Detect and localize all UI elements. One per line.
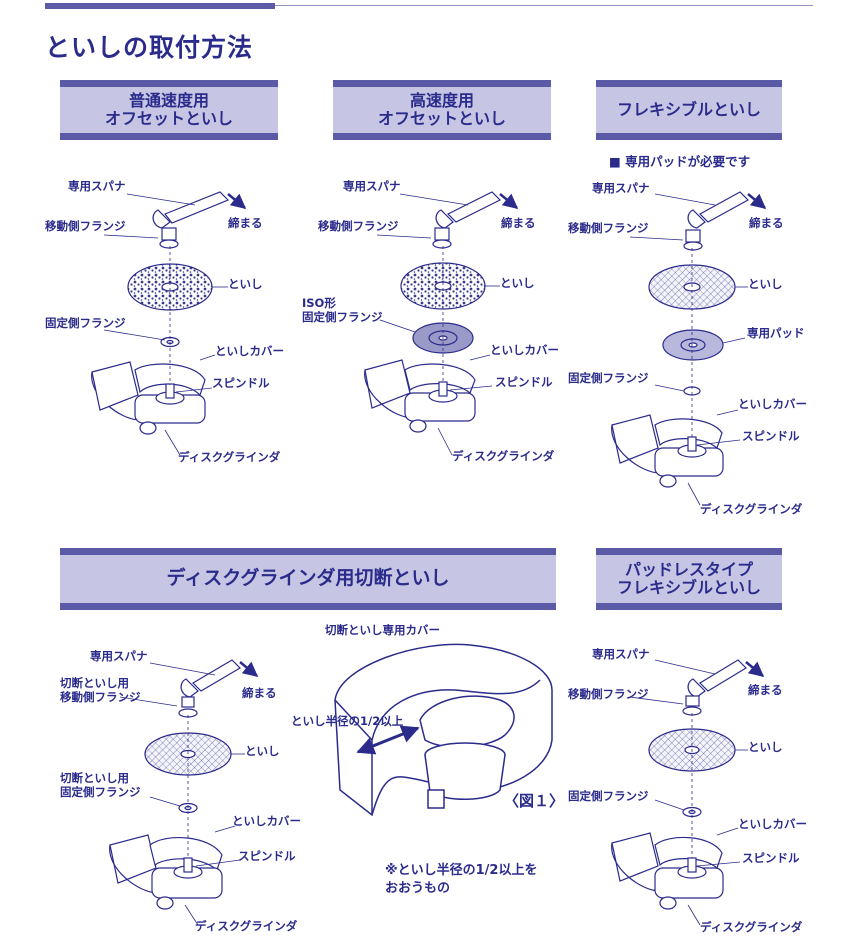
label-moving-flange: 移動側フランジ	[568, 687, 649, 701]
label-moving-flange: 移動側フランジ	[568, 221, 649, 235]
label-grinder: ディスクグラインダ	[178, 450, 281, 464]
disc-grinder-icon	[611, 414, 724, 488]
label-spindle: スピンドル	[212, 376, 270, 390]
label-cover: といしカバー	[738, 397, 807, 411]
tighten-arrow-icon	[499, 193, 519, 209]
label-cut-moving-flange: 切断といし用 移動側フランジ	[60, 676, 141, 704]
label-fixed-flange: 固定側フランジ	[568, 371, 649, 385]
top-accent-bar	[45, 3, 275, 9]
spanner-icon	[152, 191, 230, 229]
header-padless-flexible-wheel: パッドレスタイプ フレキシブルといし	[596, 548, 782, 610]
disc-grinder-icon	[611, 832, 724, 910]
label-cover: といしカバー	[215, 344, 284, 358]
tighten-arrow-icon	[745, 661, 765, 677]
cutting-wheel-cover-icon	[334, 643, 553, 817]
pad-required-note: ■ 専用パッドが必要です	[609, 154, 751, 169]
label-half-radius: といし半径の1/2以上	[291, 714, 404, 728]
label-spindle: スピンドル	[742, 851, 800, 865]
label-fixed-flange: 固定側フランジ	[45, 316, 126, 330]
label-spanner: 専用スパナ	[592, 647, 650, 661]
label-pad: 専用パッド	[747, 326, 805, 340]
label-wheel: といし	[228, 277, 263, 291]
label-spanner: 専用スパナ	[592, 181, 650, 195]
cover-note: ※といし半径の1/2以上を おおうもの	[385, 863, 538, 896]
label-moving-flange: 移動側フランジ	[318, 219, 399, 233]
spanner-icon	[687, 191, 749, 229]
tighten-arrow-icon	[227, 193, 247, 209]
tighten-arrow-icon	[747, 193, 767, 209]
moving-flange-icon	[683, 241, 703, 251]
spanner-icon	[435, 191, 502, 229]
label-spindle: スピンドル	[238, 849, 296, 863]
label-spindle: スピンドル	[742, 429, 800, 443]
tighten-arrow-icon	[239, 661, 259, 677]
label-tighten: 締まる	[749, 216, 784, 230]
label-grinder: ディスクグラインダ	[700, 502, 803, 516]
spanner-icon	[180, 659, 241, 698]
label-iso-fixed-flange: ISO形 固定側フランジ	[302, 296, 383, 324]
disc-grinder-icon	[364, 359, 476, 433]
figure-caption: 〈図１〉	[504, 792, 565, 810]
label-moving-flange: 移動側フランジ	[45, 219, 126, 233]
top-rule	[275, 5, 813, 6]
label-cover: といしカバー	[490, 343, 559, 357]
header-normal-offset-wheel: 普通速度用 オフセットといし	[60, 80, 278, 140]
label-cut-cover: 切断といし専用カバー	[325, 623, 440, 637]
label-fixed-flange: 固定側フランジ	[568, 789, 649, 803]
label-tighten: 締まる	[228, 216, 263, 230]
header-flexible-wheel: フレキシブルといし	[596, 80, 782, 140]
label-spanner: 専用スパナ	[90, 649, 148, 663]
label-wheel: といし	[245, 744, 280, 758]
label-spanner: 専用スパナ	[343, 179, 401, 193]
label-tighten: 締まる	[242, 686, 277, 700]
label-spanner: 専用スパナ	[68, 179, 126, 193]
disc-grinder-icon	[109, 834, 223, 910]
label-cover: といしカバー	[232, 814, 301, 828]
header-high-speed-offset-wheel: 高速度用 オフセットといし	[333, 80, 551, 140]
label-cover: といしカバー	[738, 817, 807, 831]
header-cutting-wheel: ディスクグラインダ用切断といし	[60, 548, 556, 610]
label-grinder: ディスクグラインダ	[452, 449, 555, 463]
label-grinder: ディスクグラインダ	[700, 920, 803, 934]
label-cut-fixed-flange: 切断といし用 固定側フランジ	[60, 771, 141, 799]
label-wheel: といし	[748, 277, 783, 291]
label-wheel: といし	[748, 740, 783, 754]
label-tighten: 締まる	[501, 216, 536, 230]
label-grinder: ディスクグラインダ	[195, 919, 298, 933]
page-title: といしの取付方法	[45, 33, 254, 62]
spanner-icon	[687, 659, 747, 698]
label-spindle: スピンドル	[495, 375, 553, 389]
moving-flange-icon	[432, 239, 452, 249]
moving-flange-icon	[159, 239, 179, 249]
half-radius-arrow-icon	[356, 725, 420, 755]
label-tighten: 締まる	[748, 683, 783, 697]
disc-grinder-icon	[91, 361, 206, 435]
label-wheel: といし	[500, 276, 535, 290]
